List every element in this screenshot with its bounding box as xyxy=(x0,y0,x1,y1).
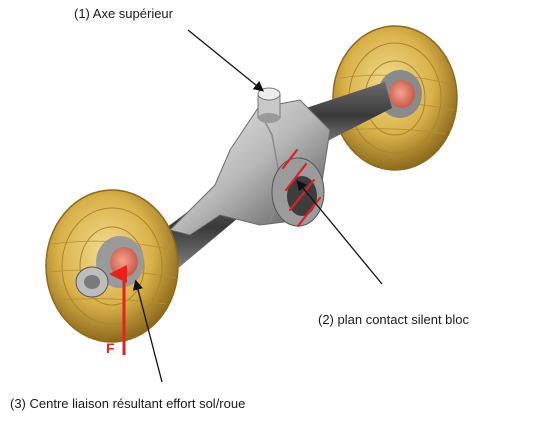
leader-line-2 xyxy=(296,179,383,285)
leader-line-1 xyxy=(187,29,265,92)
label-contact-plane: (2) plan contact silent bloc xyxy=(318,312,470,327)
label-force: F xyxy=(106,340,115,356)
left-wheel xyxy=(45,189,179,343)
contact-plane-hatching xyxy=(281,148,322,228)
label-upper-axis: (1) Axe supérieur xyxy=(74,6,173,21)
label-link-center: (3) Centre liaison résultant effort sol/… xyxy=(10,396,246,411)
leader-line-3 xyxy=(132,279,163,383)
upper-axis-pin xyxy=(257,87,281,123)
